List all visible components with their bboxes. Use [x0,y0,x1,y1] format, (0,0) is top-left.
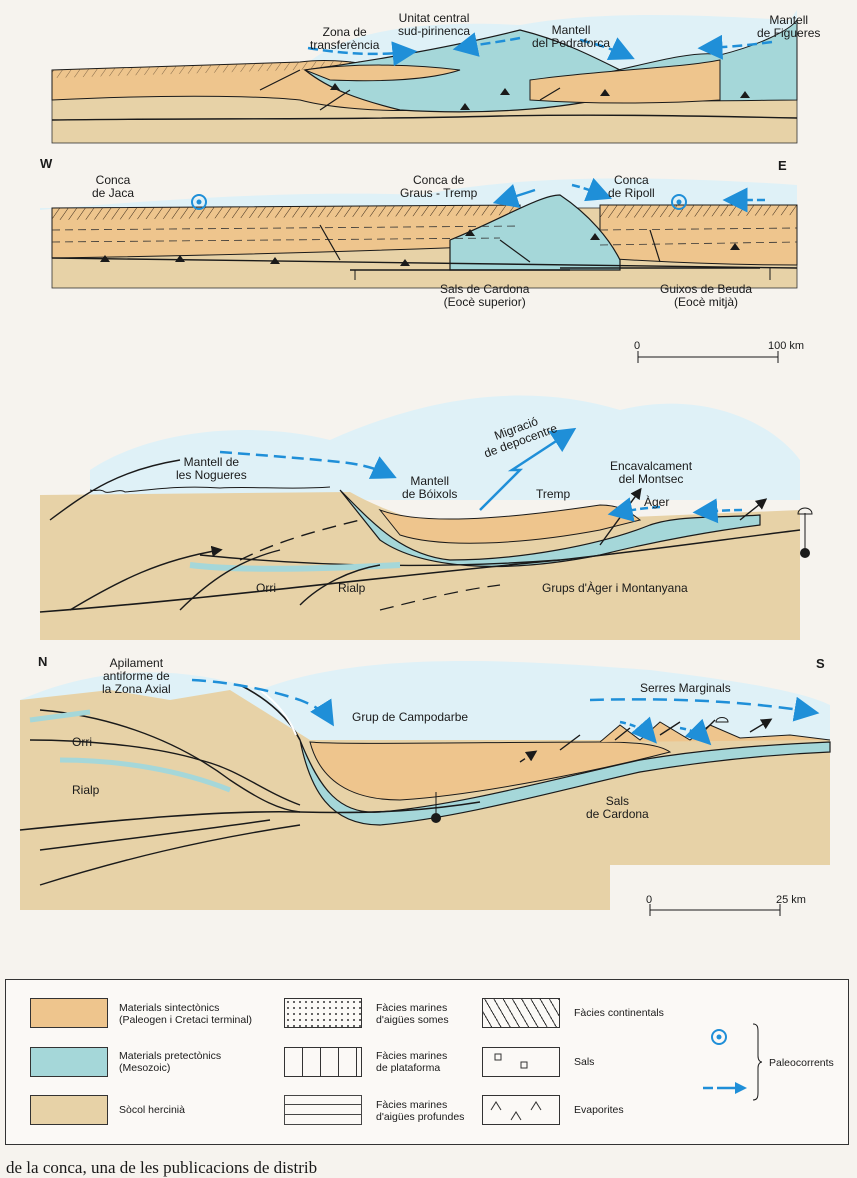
label-grups-ager: Grups d'Àger i Montanyana [542,581,688,595]
legend-swatch-salts [482,1047,560,1077]
bottom-body-text: de la conca, una de les publicacions de … [6,1158,318,1177]
label-rialp-s3: Rialp [338,581,366,595]
label-serres-marginals: Serres Marginals [640,681,731,695]
scale-100-start: 0 [634,340,641,352]
scale-25-start: 0 [646,894,653,906]
label-guixos-beuda: Guixos de Beuda(Eocè mitjà) [660,282,753,309]
legend-swatch-syntectonic [30,998,108,1028]
label-sals-cardona-eoce: Sals de Cardona(Eocè superior) [440,282,530,309]
orientation-east: E [778,158,787,173]
salt-squares-icon [494,1053,528,1069]
legend-text-pretectonic: Materials pretectònics(Mesozoic) [119,1050,222,1074]
legend-text-salts: Sals [574,1056,595,1068]
orientation-west: W [40,156,53,171]
evaporite-carets-icon [490,1101,542,1121]
label-grup-campodarbe: Grup de Campodarbe [352,710,469,724]
label-tremp: Tremp [536,487,571,501]
orientation-south: S [816,656,825,671]
orientation-north: N [38,654,48,669]
label-orri-s3: Orri [256,581,276,595]
section-1-drawing [51,10,798,144]
section-4-drawing [19,661,831,916]
legend-swatch-hercinian [30,1095,108,1125]
scale-100-end: 100 km [768,340,805,352]
legend-swatch-evaporites [482,1095,560,1125]
legend-text-continental: Fàcies continentals [574,1007,664,1019]
section-3-drawing [39,395,813,640]
legend-swatch-pretectonic [30,1047,108,1077]
cross-sections-drawing [19,10,831,916]
section-2-drawing [40,177,798,363]
label-orri-s4: Orri [72,735,92,749]
legend-text-evaporites: Evaporites [574,1104,624,1116]
legend-swatch-deep [284,1095,362,1125]
paleocurrents-symbols [703,1023,763,1101]
label-ager: Àger [644,495,670,509]
scale-25-end: 25 km [776,894,806,906]
paleocurrent-point-icon [711,1029,727,1045]
legend-text-hercinian: Sòcol hercinià [119,1104,185,1116]
legend-text-paleocurrents: Paleocorrents [769,1057,834,1069]
legend-swatch-continental [482,998,560,1028]
legend: Materials sintectònics(Paleogen i Cretac… [5,979,849,1145]
legend-text-syntectonic: Materials sintectònics(Paleogen i Cretac… [119,1002,253,1026]
legend-swatch-platform [284,1047,362,1077]
legend-swatch-shallow [284,998,362,1028]
label-rialp-s4: Rialp [72,783,100,797]
